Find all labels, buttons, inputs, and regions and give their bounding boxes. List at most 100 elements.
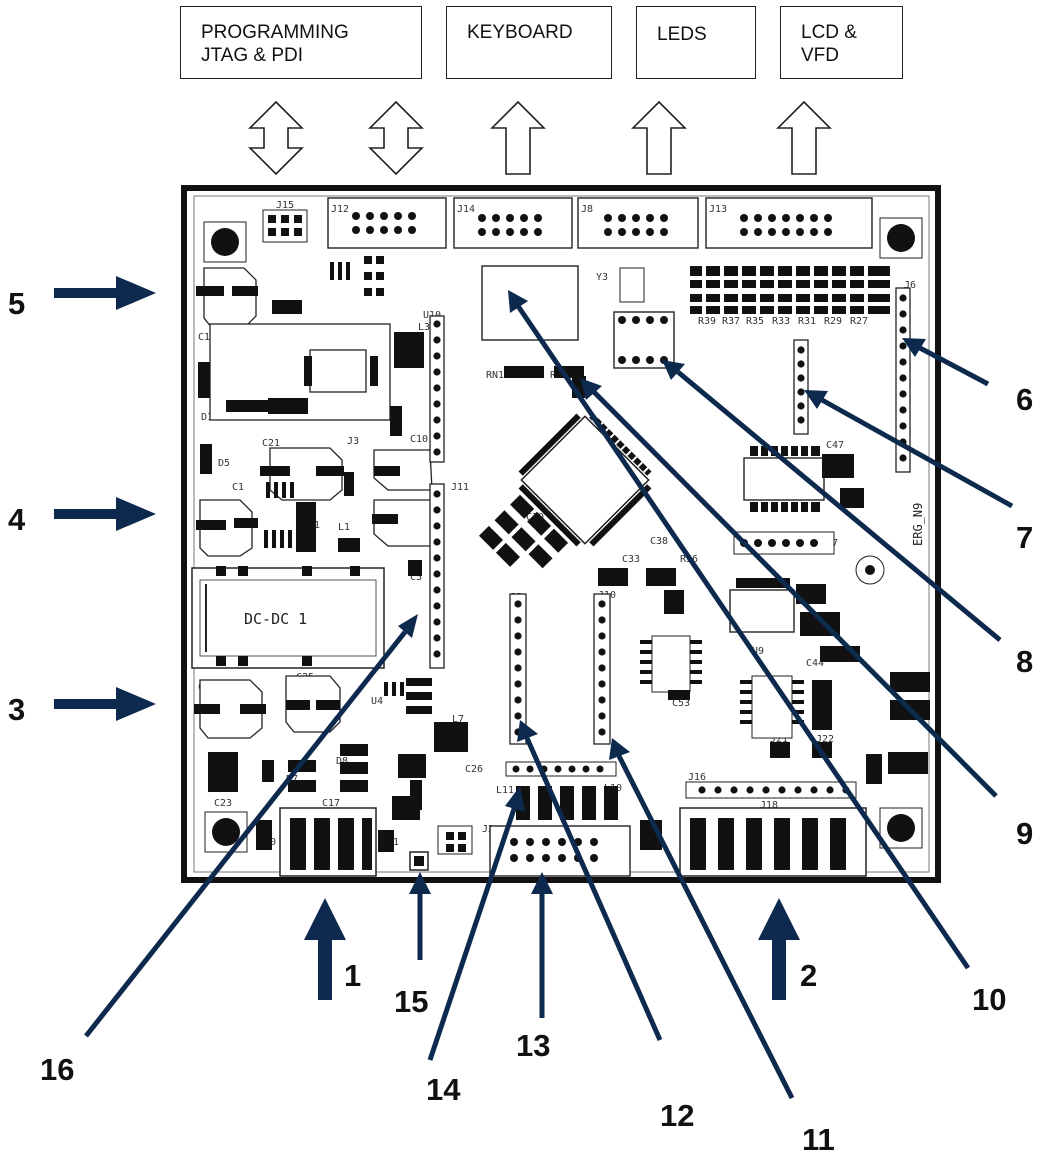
svg-text:C38: C38 [650, 536, 668, 547]
svg-text:L7: L7 [452, 714, 464, 725]
callout-15: 15 [394, 984, 429, 1019]
callout-arrow-10 [508, 290, 971, 970]
pins-j12 [352, 212, 416, 234]
pins-j8 [604, 214, 668, 236]
isolator-iso2 [729, 589, 795, 633]
callout-arrow-3 [54, 687, 156, 721]
diagonal-cluster [478, 494, 569, 569]
svg-text:R35: R35 [746, 316, 764, 327]
callout-arrow-12 [517, 720, 663, 1042]
chip-u9 [751, 675, 793, 739]
pins-j14 [478, 214, 542, 236]
connector-j2 [489, 825, 631, 877]
callout-4: 4 [8, 502, 26, 537]
top-connectors [327, 197, 873, 249]
pins-j15 [262, 209, 308, 243]
callout-14: 14 [426, 1072, 461, 1107]
header-programming: PROGRAMMING JTAG & PDI [180, 6, 422, 79]
svg-text:C5: C5 [410, 572, 422, 583]
callout-8: 8 [1016, 644, 1034, 679]
svg-text:J8: J8 [581, 204, 593, 215]
svg-text:C53: C53 [672, 698, 690, 709]
svg-text:J22: J22 [816, 734, 834, 745]
svg-text:C10: C10 [410, 434, 428, 445]
svg-text:C21: C21 [262, 438, 280, 449]
callout-arrow-15 [409, 872, 431, 960]
callout-arrow-16 [84, 614, 418, 1038]
bidir-arrow-programming-2 [368, 100, 424, 176]
svg-text:Y3: Y3 [596, 272, 608, 283]
svg-text:L3: L3 [418, 322, 430, 333]
svg-text:C11: C11 [198, 332, 216, 343]
callout-arrow-1 [304, 898, 346, 1000]
svg-text:J18: J18 [760, 800, 778, 811]
callout-arrow-8 [662, 360, 1002, 642]
svg-text:J14: J14 [457, 204, 475, 215]
callout-7: 7 [1016, 520, 1034, 555]
svg-text:R29: R29 [824, 316, 842, 327]
svg-text:R39: R39 [698, 316, 716, 327]
callout-arrow-14 [427, 786, 525, 1061]
callout-1: 1 [344, 958, 362, 993]
callout-11: 11 [802, 1122, 835, 1157]
svg-text:J13: J13 [709, 204, 727, 215]
svg-text:D8: D8 [336, 756, 348, 767]
callout-16: 16 [40, 1052, 75, 1087]
battery-bt1 [481, 265, 579, 341]
dcdc-module [191, 567, 385, 669]
svg-text:C33: C33 [622, 554, 640, 565]
up-arrow-keyboard [490, 100, 546, 175]
svg-text:L11: L11 [496, 785, 514, 796]
passive-arrays [226, 256, 432, 820]
svg-text:RN1: RN1 [486, 370, 504, 381]
svg-text:R37: R37 [722, 316, 740, 327]
svg-text:J3: J3 [347, 436, 359, 447]
callout-arrow-13 [531, 872, 553, 1018]
callout-arrow-6 [902, 338, 990, 387]
svg-text:J6: J6 [904, 280, 916, 291]
svg-text:C1: C1 [232, 482, 244, 493]
svg-text:C44: C44 [806, 658, 824, 669]
svg-text:J11: J11 [451, 482, 469, 493]
svg-text:C23: C23 [214, 798, 232, 809]
resistor-banks [690, 266, 890, 314]
callout-9: 9 [1016, 816, 1034, 851]
svg-text:C17: C17 [322, 798, 340, 809]
pins-j13 [740, 214, 832, 236]
callout-10: 10 [972, 982, 1007, 1017]
callout-arrow-4 [54, 497, 156, 531]
svg-text:R33: R33 [772, 316, 790, 327]
header-lcd: LCD & VFD [780, 6, 903, 79]
svg-text:J2: J2 [482, 824, 494, 835]
header-leds: LEDS [636, 6, 756, 79]
callout-6: 6 [1016, 382, 1034, 417]
svg-text:J16: J16 [688, 772, 706, 783]
callout-13: 13 [516, 1028, 551, 1063]
callout-arrow-9 [580, 378, 998, 798]
svg-text:J12: J12 [331, 204, 349, 215]
svg-text:D7: D7 [286, 774, 298, 785]
chip-u4 [651, 635, 691, 693]
mounting-holes [203, 217, 923, 853]
callout-12: 12 [660, 1098, 695, 1133]
header-columns [429, 287, 911, 745]
svg-text:R31: R31 [798, 316, 816, 327]
callout-arrow-11 [609, 738, 795, 1100]
svg-text:C47: C47 [826, 440, 844, 451]
callout-arrow-7 [804, 390, 1014, 509]
callout-2: 2 [800, 958, 818, 993]
dcdc-label: DC-DC 1 [244, 610, 307, 628]
svg-text:U9: U9 [752, 646, 764, 657]
svg-text:C26: C26 [465, 764, 483, 775]
callout-5: 5 [8, 286, 26, 321]
bidir-arrow-programming-1 [248, 100, 304, 176]
up-arrow-leds [631, 100, 687, 175]
svg-text:R27: R27 [850, 316, 868, 327]
up-arrow-lcd [776, 100, 832, 175]
svg-text:L1: L1 [338, 522, 350, 533]
isolator-iso1 [743, 457, 825, 501]
svg-text:D5: D5 [218, 458, 230, 469]
svg-text:D1: D1 [201, 412, 213, 423]
callout-3: 3 [8, 692, 26, 727]
